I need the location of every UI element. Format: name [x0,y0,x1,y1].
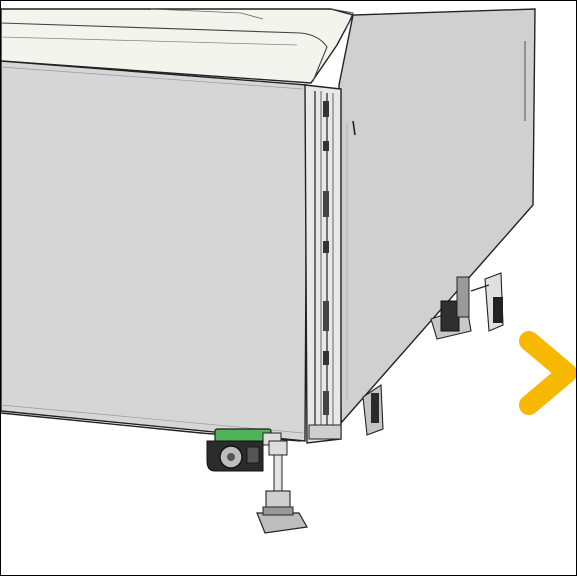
cabinet-top-cover [1,8,355,84]
leveling-foot [256,440,308,534]
side-lower-bracket [362,384,384,436]
rear-foot-bracket [430,272,504,340]
chevron-right-icon[interactable] [519,331,576,415]
caster-wheel [206,428,282,472]
cabinet-front-panel [1,60,308,442]
cabinet-side-panel [338,8,536,425]
cabinet-corner-post [304,84,342,444]
